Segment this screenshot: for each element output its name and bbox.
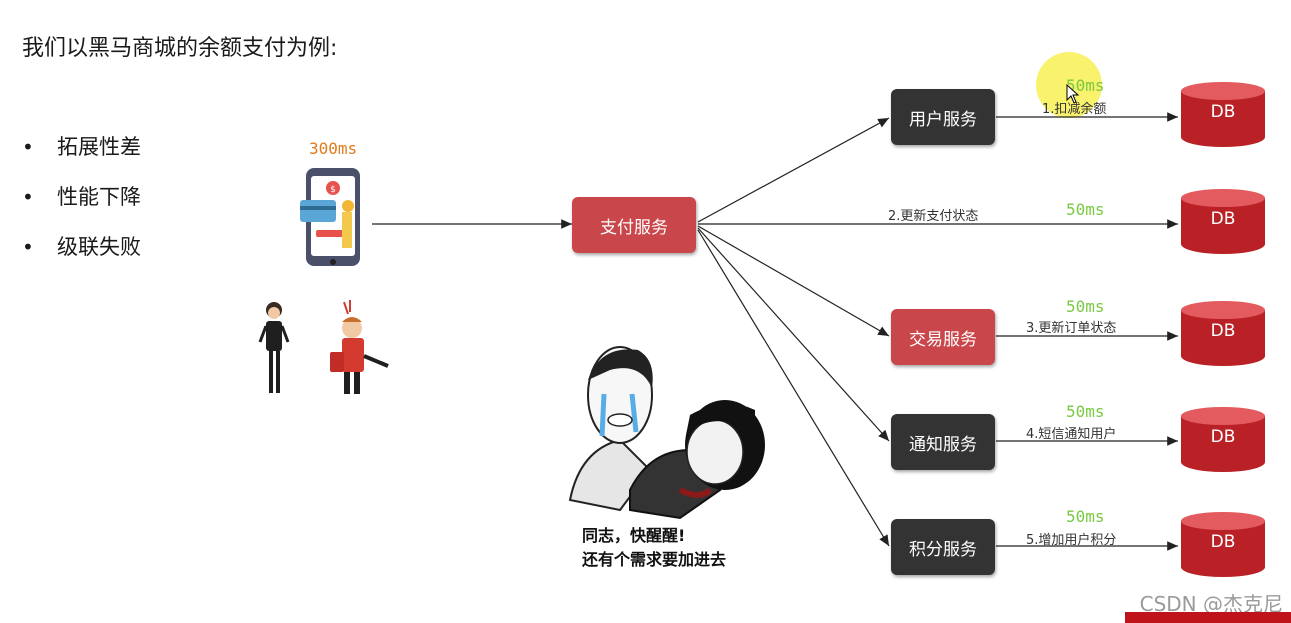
latency-label: 50ms: [1066, 507, 1105, 526]
step-label: 1.扣减余额: [1042, 102, 1107, 117]
payment-phone-illustration: $: [300, 168, 360, 266]
meme-caption: 同志，快醒醒! 还有个需求要加进去: [582, 526, 727, 569]
database-cylinder: DB: [1181, 189, 1265, 259]
latency-label: 50ms: [1066, 200, 1105, 219]
database-cylinder: DB: [1181, 407, 1265, 477]
latency-label: 50ms: [1066, 402, 1105, 421]
cursor-highlight: [1036, 52, 1102, 118]
db-label: DB: [1210, 102, 1236, 122]
bullet-dot-icon: •: [22, 185, 34, 209]
db-label: DB: [1210, 321, 1236, 341]
bullet-item: •拓展性差: [22, 130, 141, 180]
step-label: 2.更新支付状态: [888, 209, 979, 224]
trade-service-node: 交易服务: [891, 309, 995, 365]
database-cylinder: DB: [1181, 82, 1265, 152]
bullet-dot-icon: •: [22, 235, 34, 259]
slide-title: 我们以黑马商城的余额支付为例:: [22, 36, 338, 61]
payment-service-node: 支付服务: [572, 197, 696, 253]
bullet-item: •性能下降: [22, 180, 141, 230]
latency-label: 50ms: [1066, 76, 1105, 95]
client-latency: 300ms: [309, 139, 358, 158]
db-label: DB: [1210, 427, 1236, 447]
step-label: 5.增加用户积分: [1026, 533, 1117, 548]
notify-service-node: 通知服务: [891, 414, 995, 470]
mouse-cursor-icon: [1066, 84, 1080, 104]
meme-illustration: [568, 346, 765, 520]
db-label: DB: [1210, 209, 1236, 229]
bullet-list: •拓展性差 •性能下降 •级联失败: [22, 130, 141, 280]
database-cylinder: DB: [1181, 512, 1265, 582]
bullet-dot-icon: •: [22, 135, 34, 159]
arrow-pay-to-trade: [697, 225, 890, 337]
step-label: 3.更新订单状态: [1026, 321, 1117, 336]
arrow-pay-to-notify: [697, 227, 890, 442]
database-cylinder: DB: [1181, 301, 1265, 371]
corner-banner: [1125, 612, 1291, 623]
step-label: 4.短信通知用户: [1026, 427, 1117, 442]
arrow-pay-to-points: [697, 229, 890, 547]
user-service-node: 用户服务: [891, 89, 995, 145]
latency-label: 50ms: [1066, 297, 1105, 316]
people-illustration: [258, 300, 389, 394]
svg-text:$: $: [330, 185, 336, 195]
bullet-item: •级联失败: [22, 230, 141, 280]
points-service-node: 积分服务: [891, 519, 995, 575]
db-label: DB: [1210, 532, 1236, 552]
arrow-pay-to-user: [697, 117, 890, 223]
